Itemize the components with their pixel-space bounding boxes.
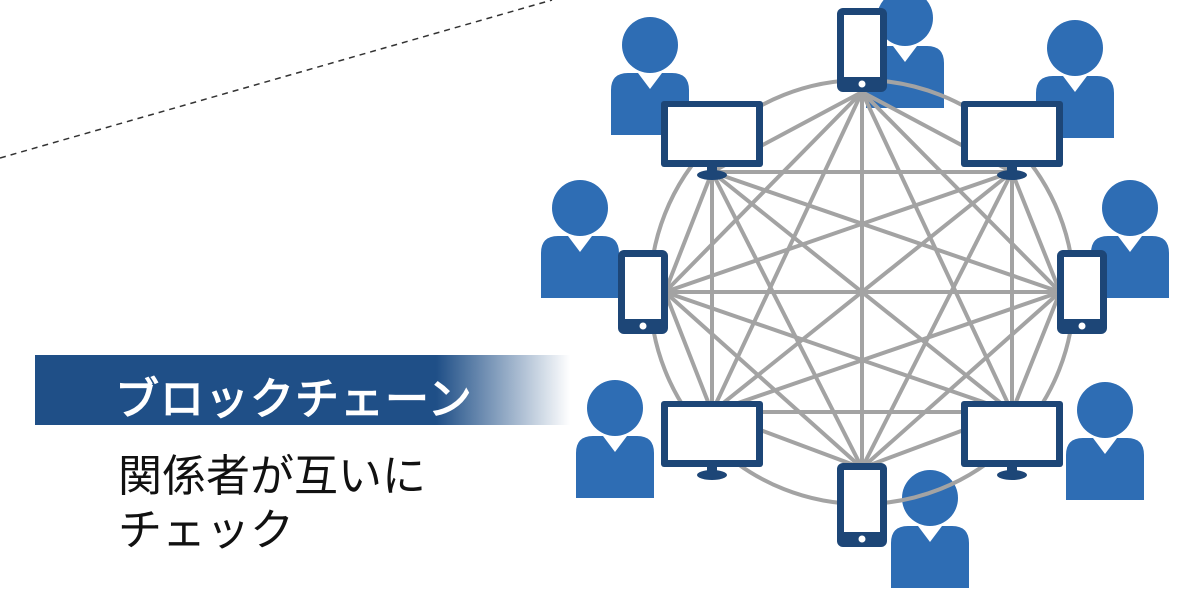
peer-link: [664, 170, 1013, 294]
monitor-icon: [961, 101, 1063, 180]
person-icon: [1091, 180, 1169, 298]
peer-link: [1010, 291, 1062, 413]
monitor-icon: [661, 401, 763, 480]
monitor-icon: [661, 101, 763, 180]
peer-link: [711, 290, 1061, 414]
peer-link: [663, 90, 864, 294]
smartphone-icon: [837, 8, 887, 92]
peer-link: [1010, 171, 1062, 293]
smartphone-icon: [1057, 250, 1107, 334]
peer-link: [860, 90, 1062, 294]
peer-link: [860, 171, 1014, 469]
smartphone-icon: [837, 463, 887, 547]
peer-link: [710, 170, 1014, 414]
peer-link: [860, 290, 1062, 470]
person-icon: [1066, 382, 1144, 500]
person-icon: [891, 470, 969, 588]
dashed-divider: [0, 0, 553, 159]
title-banner: ブロックチェーン: [35, 355, 570, 425]
title: ブロックチェーン: [115, 374, 473, 425]
person-icon: [576, 380, 654, 498]
peer-link: [663, 291, 714, 413]
subtitle-line-2: チェック: [118, 505, 294, 556]
peer-link: [710, 171, 864, 469]
monitor-icon: [961, 401, 1063, 480]
subtitle-line-1: 関係者が互いに: [118, 451, 426, 502]
peer-link: [664, 290, 1013, 414]
person-icon: [541, 180, 619, 298]
peer-link: [663, 290, 864, 470]
peer-link: [711, 170, 1061, 294]
smartphone-icon: [618, 250, 668, 334]
peer-link: [663, 171, 714, 293]
